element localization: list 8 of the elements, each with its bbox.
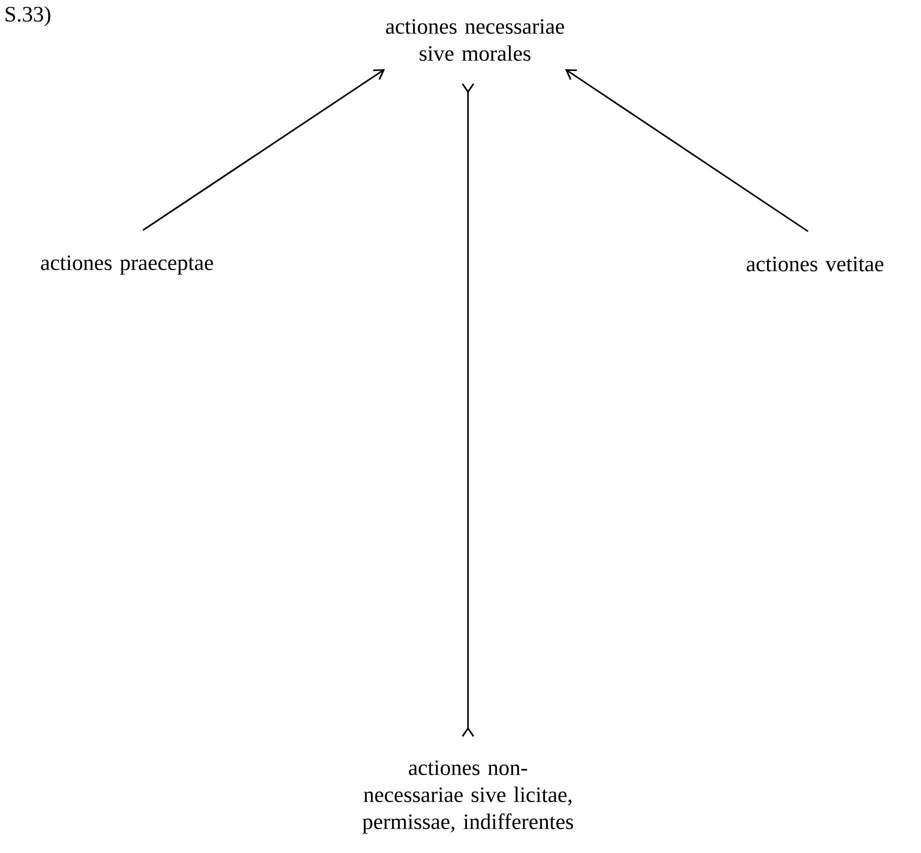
node-label: actiones praeceptae: [41, 255, 213, 275]
arrow: [142, 69, 385, 231]
arrow: [565, 69, 808, 232]
page-reference: S.33): [6, 6, 50, 26]
node-label: actiones vetitae: [746, 256, 884, 272]
node-label: actiones non-necessariae sive licitae, permissae, indifferentes: [362, 760, 574, 834]
arrow: [462, 83, 474, 737]
node-label: actiones necessariae sive morales: [386, 19, 564, 61]
